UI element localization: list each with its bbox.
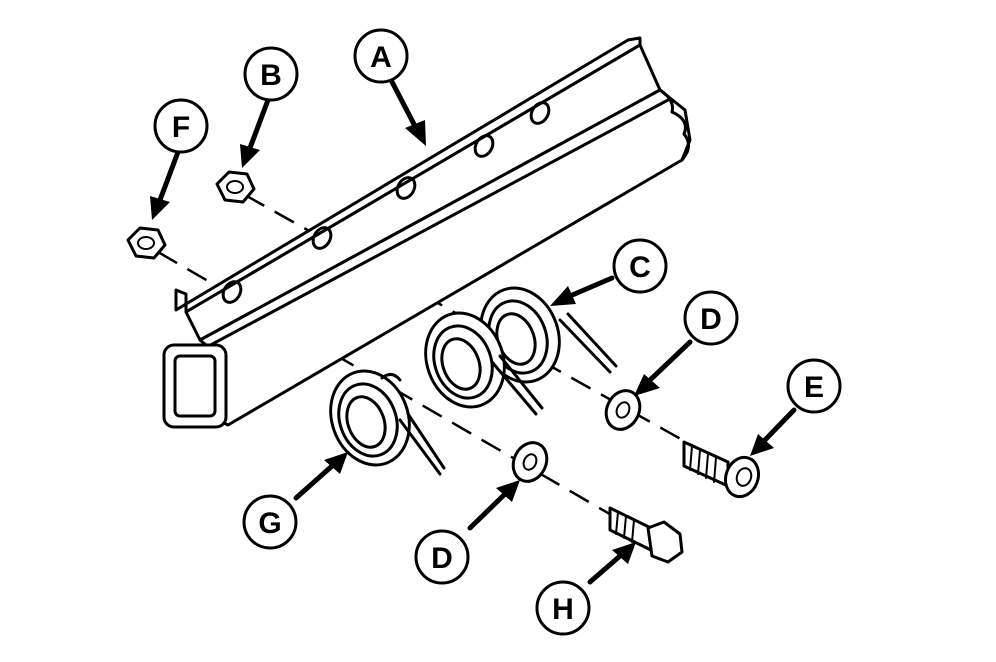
callout-h: H — [535, 580, 591, 636]
callout-e: E — [786, 358, 842, 414]
tube-end-inner — [173, 354, 217, 418]
spring-c — [424, 286, 618, 416]
arrow-d-upper — [647, 339, 693, 383]
hex-bolt-h — [608, 506, 684, 564]
callout-label-g: G — [258, 507, 281, 540]
cap-screw-e — [682, 440, 761, 499]
rail-hole-4 — [473, 134, 495, 158]
arrow-h — [587, 553, 623, 585]
callout-label-d-lower: D — [431, 542, 453, 575]
callout-g: G — [242, 494, 298, 550]
callout-label-f: F — [172, 111, 190, 144]
arrow-a — [387, 75, 419, 131]
callout-label-a: A — [370, 41, 392, 74]
rail-hole-5 — [529, 101, 551, 125]
callout-label-h: H — [552, 593, 574, 626]
callout-c: C — [612, 238, 668, 294]
callout-a: A — [353, 28, 409, 84]
spring-g — [329, 369, 446, 476]
callout-f: F — [153, 98, 209, 154]
callout-b: B — [243, 46, 299, 102]
arrow-f — [157, 149, 181, 203]
callout-label-b: B — [260, 59, 282, 92]
arrow-c — [567, 275, 615, 299]
rail-frame — [162, 36, 692, 429]
arrow-e — [762, 407, 797, 443]
tube-end-outer — [162, 343, 228, 429]
arrow-d-lower — [467, 491, 508, 531]
callout-d-upper: D — [683, 290, 739, 346]
callout-label-d-upper: D — [700, 303, 722, 336]
callout-label-e: E — [804, 371, 824, 404]
rail-groove — [203, 98, 670, 350]
arrow-b — [247, 97, 271, 151]
arrow-g — [293, 463, 335, 501]
callout-d-lower: D — [414, 529, 470, 585]
nut-f — [126, 226, 167, 260]
washer-upper — [604, 389, 642, 431]
rail-hole-1 — [221, 280, 243, 304]
rail-hole-2 — [311, 226, 333, 250]
rail-top-flange — [174, 36, 642, 314]
washer-lower — [511, 441, 549, 483]
rail-broken-end — [658, 88, 690, 162]
callout-arrows — [150, 75, 797, 585]
nut-b — [215, 170, 256, 204]
rail-hole-3 — [395, 176, 417, 200]
callout-label-c: C — [629, 251, 651, 284]
